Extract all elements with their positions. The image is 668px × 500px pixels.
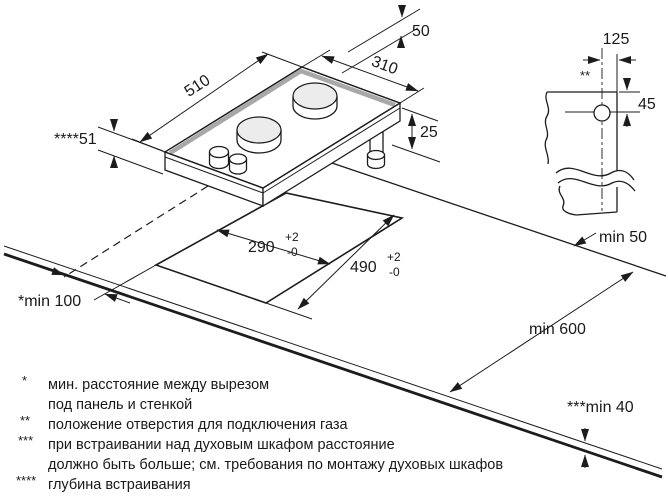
dimension-below-height: 25 xyxy=(391,107,441,163)
break-curve-upper xyxy=(555,167,635,181)
worktop-back-edge xyxy=(331,162,667,277)
cutout-extension-line xyxy=(265,302,313,320)
cutout-width-tol-plus: +2 xyxy=(285,230,299,244)
worktop-depth-label: min 600 xyxy=(529,321,586,338)
knob-left-icon xyxy=(208,145,230,170)
below-height-label: 25 xyxy=(420,124,438,141)
cutout-width-tol-minus: -0 xyxy=(287,245,298,259)
hole-offset-label: 125 xyxy=(603,31,630,48)
worktop-thickness-label: ***min 40 xyxy=(567,399,634,416)
footnote-text-3a: при встраивании над духовым шкафом расст… xyxy=(48,437,395,453)
worktop-front-edge-top xyxy=(3,245,663,470)
gas-pipe xyxy=(366,132,386,170)
burner-rear-icon xyxy=(292,82,338,120)
footnotes: * мин. расстояние между вырезом под пане… xyxy=(16,373,503,493)
footnote-marker-1: * xyxy=(22,373,27,388)
cutout-width-label: 290 xyxy=(248,239,275,256)
cabinet-bottom-edge xyxy=(575,211,618,216)
footnote-marker-2: ** xyxy=(20,413,30,428)
built-in-depth-label: ****51 xyxy=(54,131,97,148)
dimension-hole-offset: 125 xyxy=(583,31,636,64)
cutout-length-tol-minus: -0 xyxy=(389,265,400,279)
hob-length-label: 510 xyxy=(182,72,214,101)
break-curve-lower xyxy=(557,177,636,192)
footnote-text-3b: должно быть больше; см. требования по мо… xyxy=(48,457,503,473)
back-clearance-label: min 50 xyxy=(599,229,647,246)
cabinet-left-lower-edge xyxy=(558,185,577,216)
gas-hole-marker-label: ** xyxy=(580,68,590,83)
dimension-worktop-thickness: ***min 40 xyxy=(567,399,634,468)
footnote-text-2: положение отверстия для подключения газа xyxy=(48,417,349,433)
dimension-back-offset: 50 xyxy=(341,5,430,74)
dimension-back-clearance: min 50 xyxy=(573,229,647,247)
cutout-length-tol-plus: +2 xyxy=(387,250,401,264)
back-offset-label: 50 xyxy=(412,23,430,40)
footnote-text-1a: мин. расстояние между вырезом xyxy=(48,377,269,393)
dimension-worktop-depth: min 600 xyxy=(449,271,634,393)
footnote-marker-3: *** xyxy=(18,433,33,448)
worktop xyxy=(3,162,667,479)
glass-bottom-edge xyxy=(164,107,401,194)
burner-front-icon xyxy=(236,116,282,154)
wall-dashed-line xyxy=(63,185,209,278)
footnote-text-4: глубина встраивания xyxy=(48,477,191,493)
knob-right-icon xyxy=(228,153,248,175)
cutout xyxy=(93,192,405,320)
cabinet-detail-view: 125 ** 45 xyxy=(544,31,656,216)
footnote-marker-4: **** xyxy=(16,473,36,488)
cutout-left-extension-line xyxy=(93,264,157,301)
cutout-length-label: 490 xyxy=(350,259,377,276)
dimension-cutout-width: 290 +2 -0 xyxy=(216,229,331,265)
dimension-side-clearance: *min 100 xyxy=(18,266,131,310)
side-clearance-label: *min 100 xyxy=(18,293,81,310)
dimension-cutout-length: 490 +2 -0 xyxy=(297,214,401,310)
footnote-text-1b: под панель и стенкой xyxy=(48,397,192,413)
dimension-hole-height: 45 xyxy=(610,78,656,127)
cutout-outline xyxy=(154,192,405,304)
dimension-built-in-depth: ****51 xyxy=(54,119,164,175)
worktop-front-edge-bottom xyxy=(3,252,663,479)
gas-connection-hole xyxy=(593,104,611,122)
cabinet-left-break-edge xyxy=(544,91,550,165)
hole-height-label: 45 xyxy=(638,96,656,113)
